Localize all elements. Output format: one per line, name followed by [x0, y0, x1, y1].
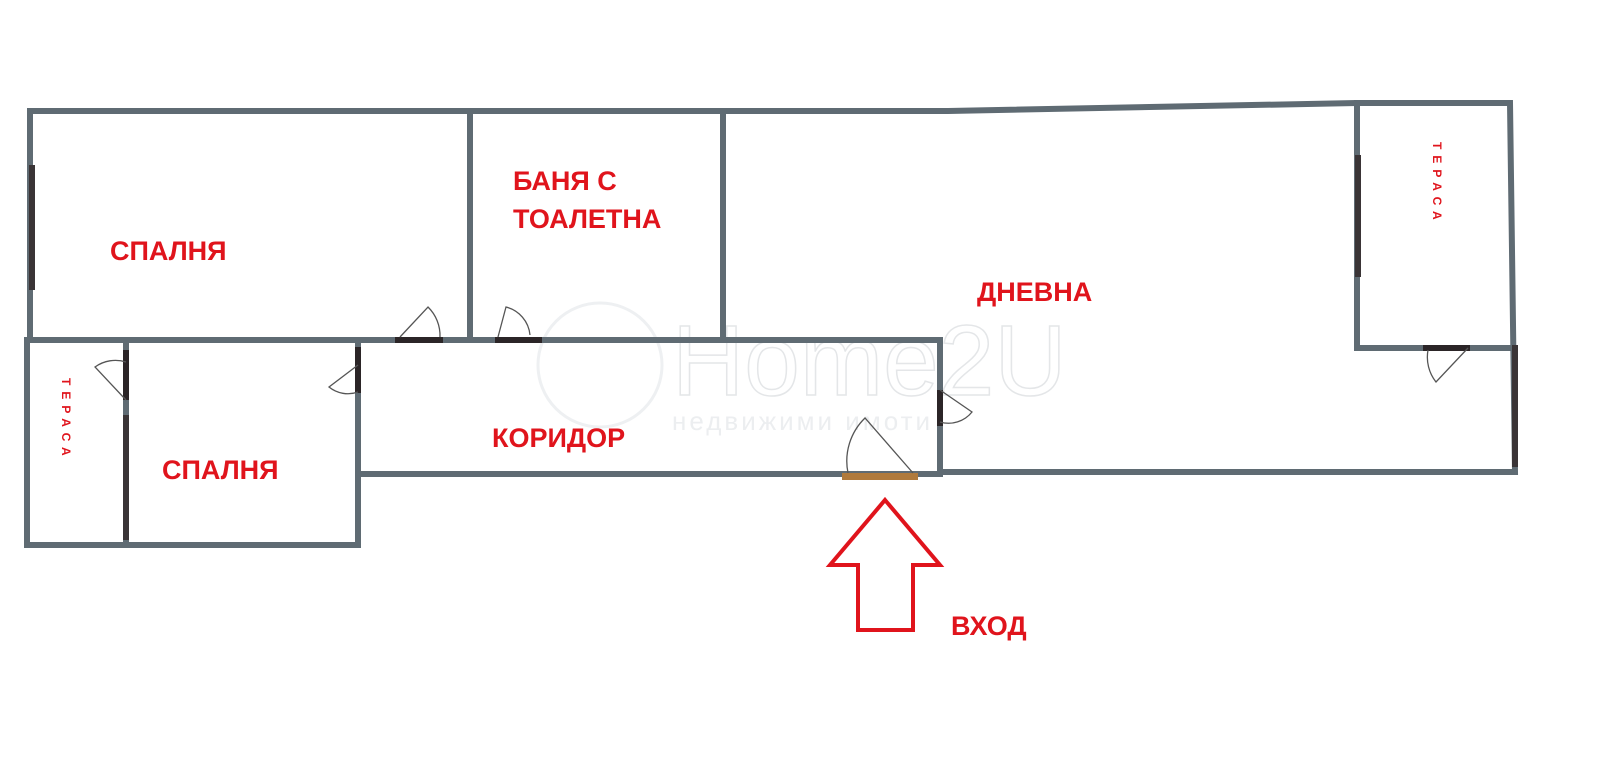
wall-lower-left [24, 337, 361, 548]
window-bedroom2 [123, 415, 129, 540]
label-bedroom-1: СПАЛНЯ [110, 236, 227, 266]
label-bedroom-2: СПАЛНЯ [162, 455, 279, 485]
door-bedroom1[interactable] [395, 306, 443, 343]
label-terrace-left: ТЕРАСА [59, 378, 73, 462]
label-bathroom-line2: ТОАЛЕТНА [513, 204, 661, 234]
doors [94, 306, 1470, 480]
watermark: Home2U недвижими имоти [536, 301, 1067, 436]
label-terrace-right: ТЕРАСА [1430, 142, 1444, 226]
window-bedroom1 [29, 165, 35, 290]
window-terrace-right [1355, 155, 1361, 277]
door-living[interactable] [937, 389, 973, 426]
window-living [1512, 345, 1518, 467]
arrow-up-outline-icon [825, 496, 945, 632]
entrance-door[interactable] [842, 417, 918, 480]
door-bathroom[interactable] [495, 306, 542, 343]
label-living-room: ДНЕВНА [977, 277, 1092, 307]
door-terrace-left[interactable] [94, 350, 129, 401]
windows [29, 155, 1518, 540]
watermark-brand: Home2U [672, 305, 1067, 417]
label-bathroom-line1: БАНЯ С [513, 166, 617, 196]
watermark-logo-icon [536, 301, 664, 429]
door-bedroom2[interactable] [327, 347, 361, 395]
label-entrance: ВХОД [951, 611, 1027, 641]
door-terrace-right[interactable] [1423, 345, 1470, 383]
label-corridor: КОРИДОР [492, 423, 625, 453]
watermark-tagline: недвижими имоти [672, 406, 933, 436]
